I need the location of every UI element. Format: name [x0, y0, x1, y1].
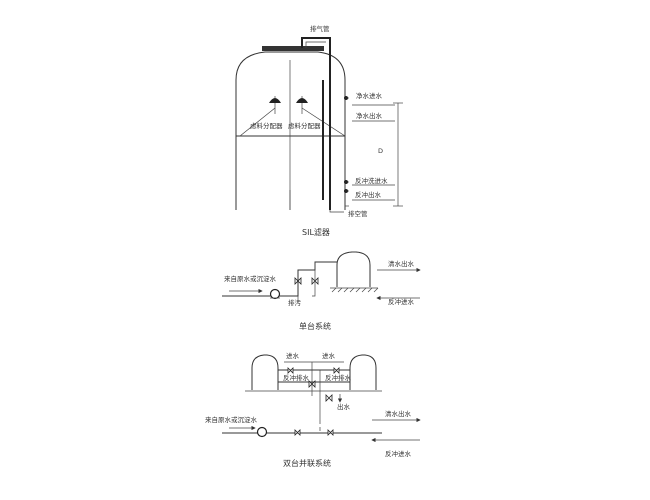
side-nozzles [344, 96, 349, 207]
label-single-backwash: 反冲进水 [388, 297, 415, 306]
single-pump-icon [269, 288, 281, 300]
label-backwash-in: 反冲洗进水 [355, 176, 388, 185]
tank-outline [235, 51, 346, 210]
label-double-in-right: 进水 [322, 351, 336, 360]
label-double-outlet: 出水 [337, 402, 351, 411]
label-drain: 排空管 [348, 209, 368, 218]
sil-filter-tank [235, 37, 403, 213]
double-tank-left [251, 354, 279, 390]
label-vent: 排气管 [310, 24, 330, 33]
label-double-bw-left: 反冲排水 [283, 373, 310, 382]
single-inlet-pipe [222, 261, 337, 297]
label-dim: D [378, 147, 383, 155]
label-double-in-left: 进水 [286, 351, 300, 360]
label-dist-left: 虑料分配器 [250, 121, 283, 130]
drain-pipe [329, 210, 344, 213]
double-pump-icon [256, 426, 268, 438]
single-valve-icon [294, 277, 319, 285]
distributor-head-left-icon [269, 96, 281, 114]
double-system [222, 354, 421, 443]
label-single-drain: 排污 [288, 298, 302, 307]
label-backwash-out: 反冲出水 [355, 190, 382, 199]
caption-single: 单台系统 [299, 321, 331, 331]
double-tank-right [349, 354, 377, 390]
label-double-clear: 清水出水 [385, 409, 412, 418]
caption-sil: SIL滤器 [302, 227, 330, 237]
tank-flange [262, 46, 324, 51]
label-dist-right: 虑料分配器 [288, 121, 321, 130]
single-system [222, 251, 421, 303]
label-clean-out: 净水出水 [356, 111, 383, 120]
label-double-source: 来自原水或沉淀水 [205, 415, 258, 424]
distributor-head-right-icon [296, 96, 308, 114]
double-valves-icon [287, 367, 340, 402]
label-single-clear: 清水出水 [388, 259, 415, 268]
vent-pipe [301, 37, 331, 210]
label-double-backwash: 反冲进水 [385, 449, 412, 458]
single-tank [336, 251, 371, 287]
caption-double: 双台并联系统 [283, 458, 331, 468]
label-in-water: 净水进水 [356, 91, 383, 100]
label-double-bw-right: 反冲排水 [325, 373, 352, 382]
label-single-source: 来自原水或沉淀水 [224, 274, 277, 283]
